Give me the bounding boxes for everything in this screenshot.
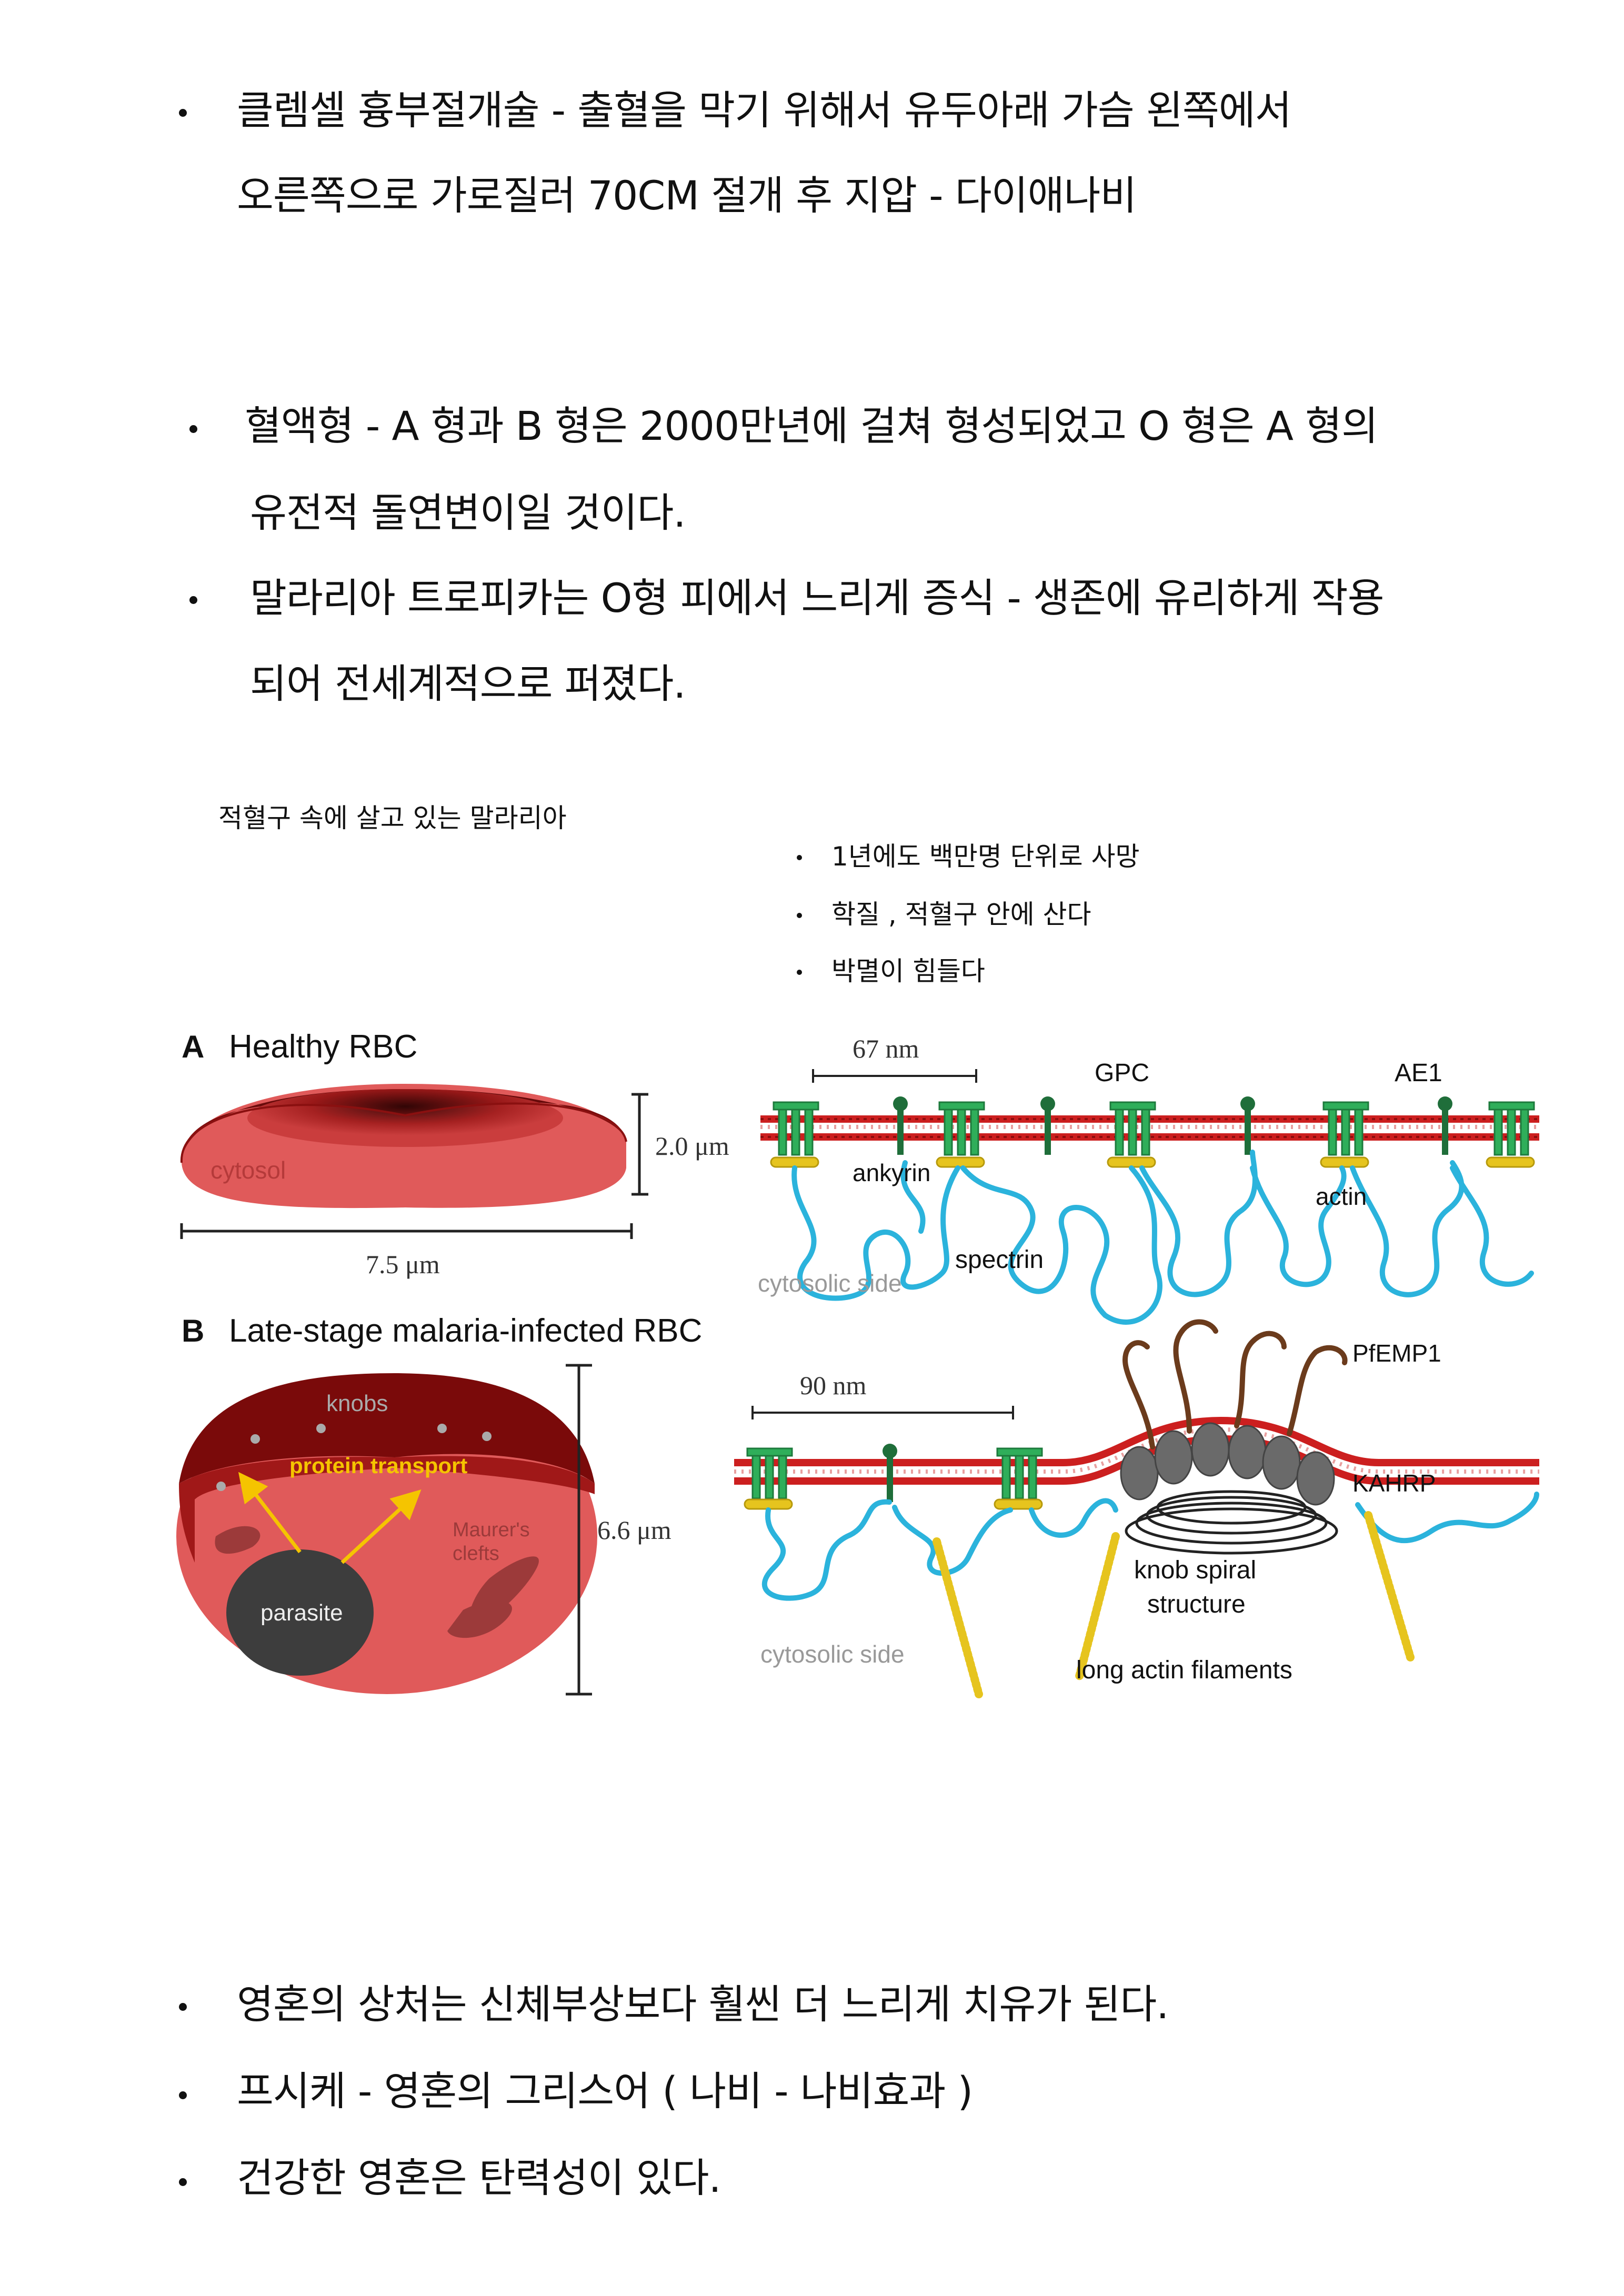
panel-a-letter: A — [182, 1029, 204, 1064]
bullet-dot — [189, 596, 197, 604]
bullet-dot — [189, 425, 197, 433]
band3-complexes-a — [773, 1101, 1535, 1156]
clefts-label: clefts — [453, 1543, 499, 1565]
spectrin-network-a — [791, 1150, 1534, 1325]
scale-bar-b — [751, 1406, 1014, 1419]
bullet-text-line: 혈액형 - A 형과 B 형은 2000만년에 걸쳐 형성되었고 O 형은 A … — [245, 402, 1378, 449]
actin-label: actin — [1316, 1183, 1367, 1210]
width-bracket-a — [180, 1223, 633, 1239]
healthy-rbc — [180, 1084, 627, 1209]
bullet-dot — [797, 913, 802, 918]
cytosol-label: cytosol — [210, 1156, 286, 1184]
transport-arrows — [238, 1472, 422, 1564]
knob-proteins — [1120, 1422, 1335, 1506]
spectrin-network-b — [761, 1492, 1539, 1601]
side-bullet-text: 학질 , 적혈구 안에 산다 — [831, 899, 1091, 930]
scale-label-a: 67 nm — [853, 1034, 919, 1063]
bullet-dot — [179, 2003, 187, 2011]
parasite-label: parasite — [260, 1600, 343, 1626]
bullet-text-line: 프시케 - 영혼의 그리스어 ( 나비 - 나비효과 ) — [237, 2068, 973, 2114]
gpc-label: GPC — [1095, 1059, 1149, 1087]
side-bullet-text: 1년에도 백만명 단위로 사망 — [831, 841, 1140, 872]
bullet-text-line: 되어 전세계적으로 퍼졌다. — [250, 660, 686, 707]
scale-label-b: 90 nm — [800, 1371, 867, 1400]
bullet-dot — [179, 2178, 187, 2186]
protein-transport-label: protein transport — [289, 1453, 467, 1478]
kahrp-label: KAHRP — [1352, 1469, 1436, 1497]
cytosolic-side-b: cytosolic side — [760, 1640, 905, 1668]
figure-caption: 적혈구 속에 살고 있는 말라리아 — [218, 803, 567, 833]
panel-b-letter: B — [182, 1313, 204, 1348]
width-label-a: 7.5 μm — [366, 1250, 440, 1279]
long-actin-label: long actin filaments — [1076, 1656, 1292, 1684]
long-actin-filaments — [933, 1511, 1415, 1698]
side-bullet-text: 박멸이 힘들다 — [831, 956, 985, 986]
gpc-proteins-b — [883, 1444, 897, 1502]
ankyrin-label: ankyrin — [853, 1159, 930, 1186]
bullet-text-line: 말라리아 트로피카는 O형 피에서 느리게 증식 - 생존에 유리하게 작용 — [250, 575, 1385, 621]
panel-b-title: Late-stage malaria-infected RBC — [229, 1313, 702, 1349]
bullet-dot — [797, 855, 802, 860]
knob-dots — [216, 1424, 492, 1491]
height-bracket-a — [631, 1093, 648, 1196]
pfemp1-proteins — [1122, 1319, 1348, 1449]
bullet-dot — [179, 2091, 187, 2099]
scale-bar-a — [812, 1069, 977, 1083]
height-label-a: 2.0 μm — [655, 1131, 729, 1161]
band3-complexes-b — [746, 1447, 1043, 1499]
cytosolic-side-a: cytosolic side — [758, 1270, 902, 1297]
knobs-label: knobs — [326, 1391, 388, 1416]
panel-a-title: Healthy RBC — [229, 1029, 417, 1065]
bullet-text-line: 영혼의 상처는 신체부상보다 훨씬 더 느리게 치유가 된다. — [237, 1981, 1169, 2028]
bullet-text-line: 건강한 영혼은 탄력성이 있다. — [237, 2154, 721, 2201]
infected-rbc — [176, 1373, 597, 1694]
height-label-b: 6.6 μm — [597, 1515, 671, 1545]
bullet-dot — [179, 109, 187, 117]
bullet-dot — [797, 970, 802, 975]
rbc-malaria-figure: A Healthy RBC cytosol 2.0 μm 7.5 μm 67 n… — [176, 1029, 1539, 1698]
spectrin-label: spectrin — [955, 1246, 1044, 1274]
bullet-text-line: 오른쪽으로 가로질러 70CM 절개 후 지압 - 다이애나비 — [237, 172, 1137, 219]
bullet-text-line: 클렘셀 흉부절개술 - 출혈을 막기 위해서 유두아래 가슴 왼쪽에서 — [237, 87, 1292, 134]
actin-nodes-a — [770, 1156, 1535, 1168]
knob-spiral-label: knob spiral — [1134, 1556, 1256, 1584]
pfemp1-label: PfEMP1 — [1352, 1340, 1441, 1367]
maurers-label: Maurer's — [453, 1519, 530, 1541]
bullet-text-line: 유전적 돌연변이일 것이다. — [250, 489, 686, 536]
structure-label: structure — [1147, 1590, 1246, 1618]
height-bracket-b — [566, 1364, 592, 1696]
gpc-proteins-a — [893, 1096, 1452, 1155]
knob-spiral — [1125, 1490, 1338, 1555]
ae1-label: AE1 — [1395, 1059, 1442, 1087]
